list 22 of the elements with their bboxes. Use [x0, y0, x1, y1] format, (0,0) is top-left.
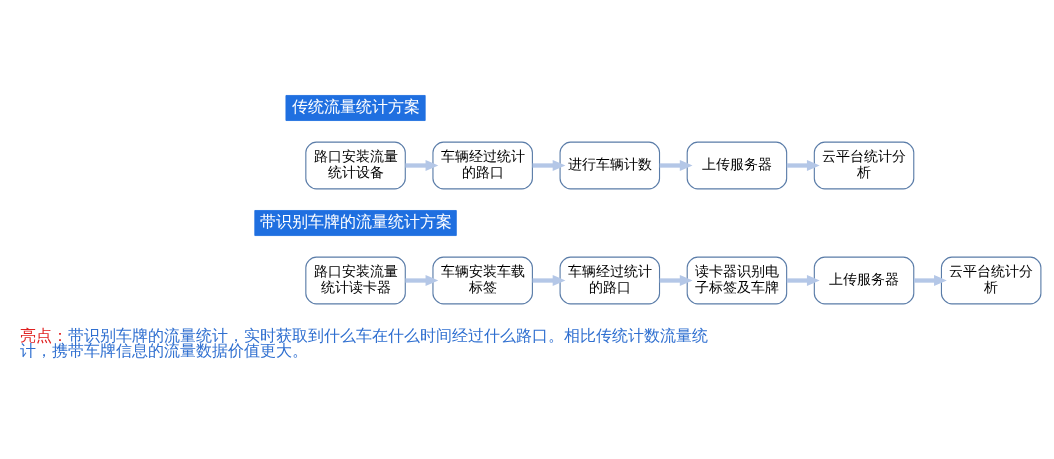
arrow: [405, 159, 439, 172]
node-box: 进行车辆计数: [559, 141, 661, 190]
node-box: 带识别车牌的流量统计方案: [254, 210, 457, 236]
arrow: [659, 274, 693, 287]
node-box: 传统流量统计方案: [285, 95, 426, 121]
arrow: [532, 274, 566, 287]
node-box: 路口安装流量统计读卡器: [305, 256, 406, 305]
arrow: [532, 159, 566, 172]
node-box: 云平台统计分析: [813, 141, 915, 190]
node-box: 读卡器识别电子标签及车牌: [686, 256, 788, 305]
arrow: [913, 274, 947, 287]
arrow: [659, 159, 693, 172]
arrow: [405, 274, 439, 287]
node-box: 车辆经过统计的路口: [432, 141, 533, 190]
arrow: [786, 274, 820, 287]
node-box: 路口安装流量统计设备: [305, 141, 406, 190]
node-box: 云平台统计分析: [940, 256, 1042, 305]
node-box: 车辆安装车载标签: [432, 256, 533, 305]
arrow: [786, 159, 820, 172]
node-box: 上传服务器: [813, 256, 915, 305]
node-box: 上传服务器: [686, 141, 788, 190]
node-box: 车辆经过统计的路口: [559, 256, 661, 305]
